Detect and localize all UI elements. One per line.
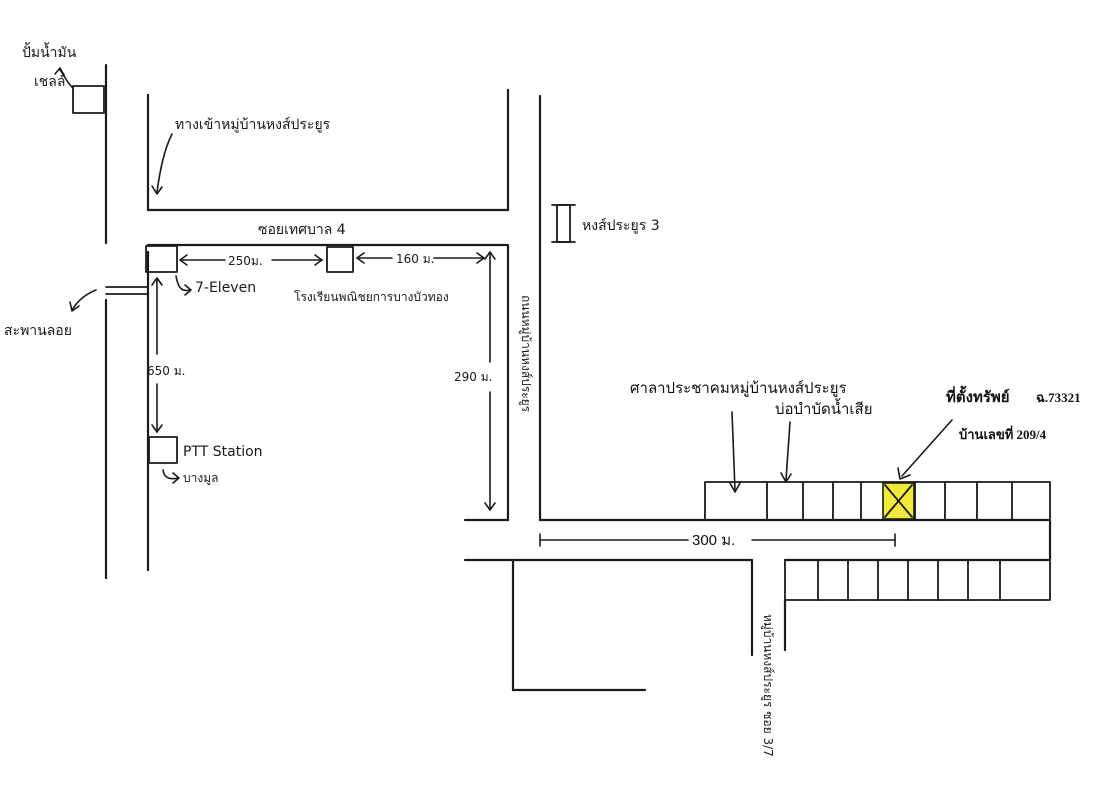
- wastewater-label: บ่อบำบัดน้ำเสีย: [775, 398, 873, 418]
- soi-thesaban-road: [146, 243, 510, 522]
- bangmun-label: บางมูล: [183, 471, 218, 486]
- gas-station-arrow: [54, 67, 74, 89]
- community-hall-arrow: [729, 411, 741, 493]
- upper-lot-row: [704, 481, 1051, 521]
- distance-650-label: 650 ม.: [147, 364, 185, 378]
- ptt-station-label: PTT Station: [183, 444, 263, 460]
- community-hall-label: ศาลาประชาคมหมู่บ้านหงส์ประยูร: [630, 380, 847, 397]
- bottom-soi-road: [511, 558, 787, 692]
- main-road-left: [104, 63, 150, 580]
- pedestrian-bridge: [105, 286, 149, 295]
- seven-eleven-label: 7-Eleven: [195, 280, 256, 296]
- distance-250-label: 250ม.: [228, 254, 263, 268]
- village-entrance-arrow: [151, 133, 173, 195]
- property-lot: [882, 482, 915, 520]
- bangmun-arrow: [162, 469, 180, 484]
- distance-250-arrow: [179, 254, 323, 266]
- seven-eleven-box: [145, 245, 178, 273]
- lower-lot-row: [784, 559, 1051, 601]
- bridge-label: สะพานลอย: [4, 323, 72, 339]
- distance-650-arrow: [151, 277, 163, 433]
- village-entrance-road: [146, 88, 542, 522]
- school-box: [326, 246, 354, 273]
- wastewater-arrow: [780, 421, 792, 483]
- soi-thesaban-label: ซอยเทศบาล 4: [258, 222, 346, 238]
- ptt-station-box: [148, 436, 178, 464]
- village-road-label: ถนนหมู่บ้านหงส์ประยูร: [518, 295, 533, 413]
- distance-290-label: 290 ม.: [454, 370, 492, 384]
- gas-station-brand: เชลล์: [34, 73, 65, 90]
- gas-station-name: ปั้มน้ำมัน: [22, 42, 77, 61]
- soi-bottom-label: หมู่บ้านหงส์ประยูร ซอย 3/7: [760, 614, 775, 757]
- distance-300-arrow: [539, 533, 896, 547]
- distance-160-arrow: [356, 252, 485, 264]
- property-code: ฉ.73321: [1036, 390, 1081, 405]
- village-entrance-label: ทางเข้าหมู่บ้านหงส์ประยูร: [175, 116, 331, 133]
- bridge-arrow: [69, 289, 97, 312]
- distance-160-label: 160 ม.: [396, 252, 434, 266]
- hongprayoon3-gate: [551, 204, 576, 243]
- shell-gas-station: [72, 85, 105, 114]
- hongprayoon3-label: หงส์ประยูร 3: [582, 217, 660, 234]
- distance-290-arrow: [484, 251, 496, 511]
- house-number: บ้านเลขที่ 209/4: [959, 425, 1047, 442]
- property-arrow: [897, 419, 953, 480]
- property-title: ที่ตั้งทรัพย์: [946, 385, 1010, 406]
- seven-eleven-arrow: [175, 275, 192, 296]
- school-label: โรงเรียนพณิชยการบางบัวทอง: [294, 290, 449, 304]
- distance-300-label: 300 ม.: [692, 532, 735, 549]
